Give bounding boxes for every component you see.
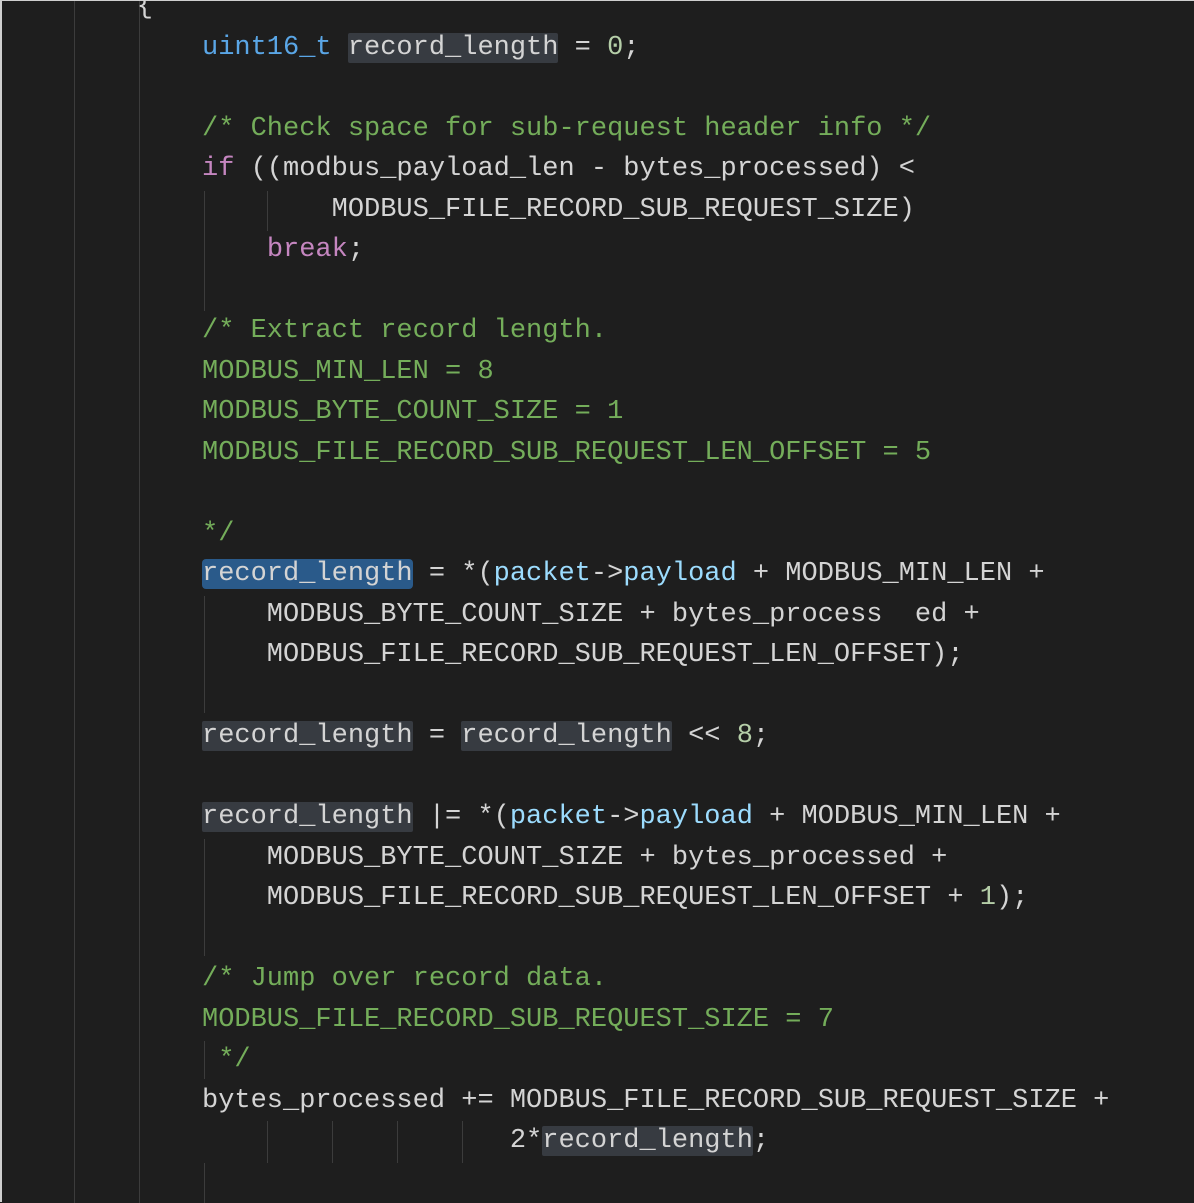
- code-token: MODBUS_BYTE_COUNT_SIZE + bytes_processed…: [202, 842, 948, 873]
- code-token: packet: [509, 802, 608, 832]
- code-token: ->: [607, 802, 640, 832]
- code-token: [202, 235, 267, 265]
- indent-guide: [204, 1163, 205, 1203]
- indent-guide: [397, 1121, 398, 1163]
- code-token: 1: [979, 883, 996, 913]
- code-token: MODBUS_FILE_RECORD_SUB_REQUEST_SIZE = 7: [202, 1004, 834, 1035]
- code-token: ->: [590, 559, 624, 589]
- code-token: ((modbus_payload_len - bytes_processed) …: [234, 154, 915, 184]
- highlighted-token: record_length: [461, 721, 672, 751]
- code-token: =: [412, 721, 462, 751]
- code-token: MODBUS_FILE_RECORD_SUB_REQUEST_LEN_OFFSE…: [202, 883, 980, 913]
- code-line[interactable]: record_length = record_length << 8;: [202, 716, 769, 756]
- code-token: ;: [347, 235, 365, 265]
- highlighted-token: record_length: [347, 32, 559, 63]
- code-token: bytes_processed += MODBUS_FILE_RECORD_SU…: [202, 1085, 1110, 1116]
- code-token: =: [558, 32, 608, 63]
- code-token: payload: [623, 559, 737, 589]
- code-line[interactable]: {: [72, 0, 153, 27]
- indent-guide: [204, 1041, 205, 1079]
- code-line[interactable]: if ((modbus_payload_len - bytes_processe…: [202, 149, 915, 189]
- code-line[interactable]: break;: [202, 230, 364, 270]
- code-token: ;: [752, 721, 770, 751]
- code-token: 8: [736, 721, 753, 751]
- code-token: MODBUS_MIN_LEN = 8: [202, 356, 494, 387]
- code-token: if: [202, 154, 235, 184]
- code-token: |= *(: [412, 802, 510, 832]
- highlighted-token: record_length: [542, 1126, 753, 1156]
- selected-token: record_length: [202, 559, 413, 589]
- code-token: ;: [752, 1126, 770, 1156]
- code-line[interactable]: MODBUS_MIN_LEN = 8: [202, 352, 494, 392]
- code-line[interactable]: MODBUS_FILE_RECORD_SUB_REQUEST_LEN_OFFSE…: [202, 878, 1029, 918]
- highlighted-token: record_length: [202, 802, 413, 832]
- code-token: MODBUS_BYTE_COUNT_SIZE + bytes_process e…: [202, 599, 980, 630]
- code-line[interactable]: MODBUS_FILE_RECORD_SUB_REQUEST_LEN_OFFSE…: [202, 433, 931, 473]
- code-line[interactable]: record_length = *(packet->payload + MODB…: [202, 554, 1045, 594]
- code-token: MODBUS_FILE_RECORD_SUB_REQUEST_SIZE): [202, 194, 915, 225]
- code-token: 2*: [202, 1126, 543, 1156]
- code-token: MODBUS_BYTE_COUNT_SIZE = 1: [202, 397, 624, 427]
- code-token: /* Extract record length.: [202, 316, 608, 346]
- code-token: */: [202, 518, 235, 549]
- code-line[interactable]: /* Check space for sub-request header in…: [202, 109, 931, 149]
- code-token: 0: [607, 32, 624, 63]
- code-token: + MODBUS_MIN_LEN +: [736, 559, 1045, 589]
- code-line[interactable]: MODBUS_BYTE_COUNT_SIZE + bytes_process e…: [202, 595, 980, 635]
- code-line[interactable]: 2*record_length;: [202, 1121, 769, 1161]
- code-token: {: [72, 0, 154, 22]
- indent-guide: [267, 191, 268, 231]
- code-token: = *(: [412, 559, 494, 589]
- code-token: [332, 33, 348, 63]
- code-token: packet: [493, 559, 591, 589]
- code-line[interactable]: bytes_processed += MODBUS_FILE_RECORD_SU…: [202, 1081, 1109, 1121]
- code-token: /* Check space for sub-request header in…: [202, 113, 932, 144]
- indent-guide: [74, 1, 75, 1203]
- code-token: );: [995, 883, 1029, 913]
- code-line[interactable]: MODBUS_BYTE_COUNT_SIZE = 1: [202, 392, 623, 432]
- code-line[interactable]: */: [202, 1040, 251, 1080]
- code-token: MODBUS_FILE_RECORD_SUB_REQUEST_LEN_OFFSE…: [202, 640, 964, 670]
- code-token: break: [266, 235, 348, 265]
- code-line[interactable]: record_length |= *(packet->payload + MOD…: [202, 797, 1061, 837]
- code-token: <<: [671, 721, 737, 751]
- code-token: + MODBUS_MIN_LEN +: [752, 802, 1061, 832]
- indent-guide: [462, 1121, 463, 1163]
- code-line[interactable]: MODBUS_BYTE_COUNT_SIZE + bytes_processed…: [202, 838, 948, 878]
- code-line[interactable]: */: [202, 514, 234, 554]
- code-token: /* Jump over record data.: [202, 964, 608, 994]
- highlighted-token: record_length: [202, 721, 413, 751]
- code-line[interactable]: MODBUS_FILE_RECORD_SUB_REQUEST_SIZE = 7: [202, 1000, 834, 1040]
- code-token: MODBUS_FILE_RECORD_SUB_REQUEST_LEN_OFFSE…: [202, 437, 932, 468]
- code-line[interactable]: MODBUS_FILE_RECORD_SUB_REQUEST_LEN_OFFSE…: [202, 635, 964, 675]
- code-line[interactable]: /* Extract record length.: [202, 311, 607, 351]
- code-token: uint16_t: [202, 32, 332, 63]
- code-token: */: [202, 1045, 251, 1075]
- indent-guide: [204, 191, 205, 311]
- code-token: ;: [623, 32, 640, 63]
- indent-guide: [332, 1121, 333, 1163]
- indent-guide: [204, 596, 205, 713]
- code-line[interactable]: /* Jump over record data.: [202, 959, 607, 999]
- code-line[interactable]: uint16_t record_length = 0;: [202, 28, 639, 68]
- indent-guide: [139, 1, 140, 1203]
- indent-guide: [267, 1121, 268, 1163]
- code-token: payload: [639, 802, 753, 832]
- indent-guide: [204, 839, 205, 956]
- code-line[interactable]: MODBUS_FILE_RECORD_SUB_REQUEST_SIZE): [202, 190, 915, 230]
